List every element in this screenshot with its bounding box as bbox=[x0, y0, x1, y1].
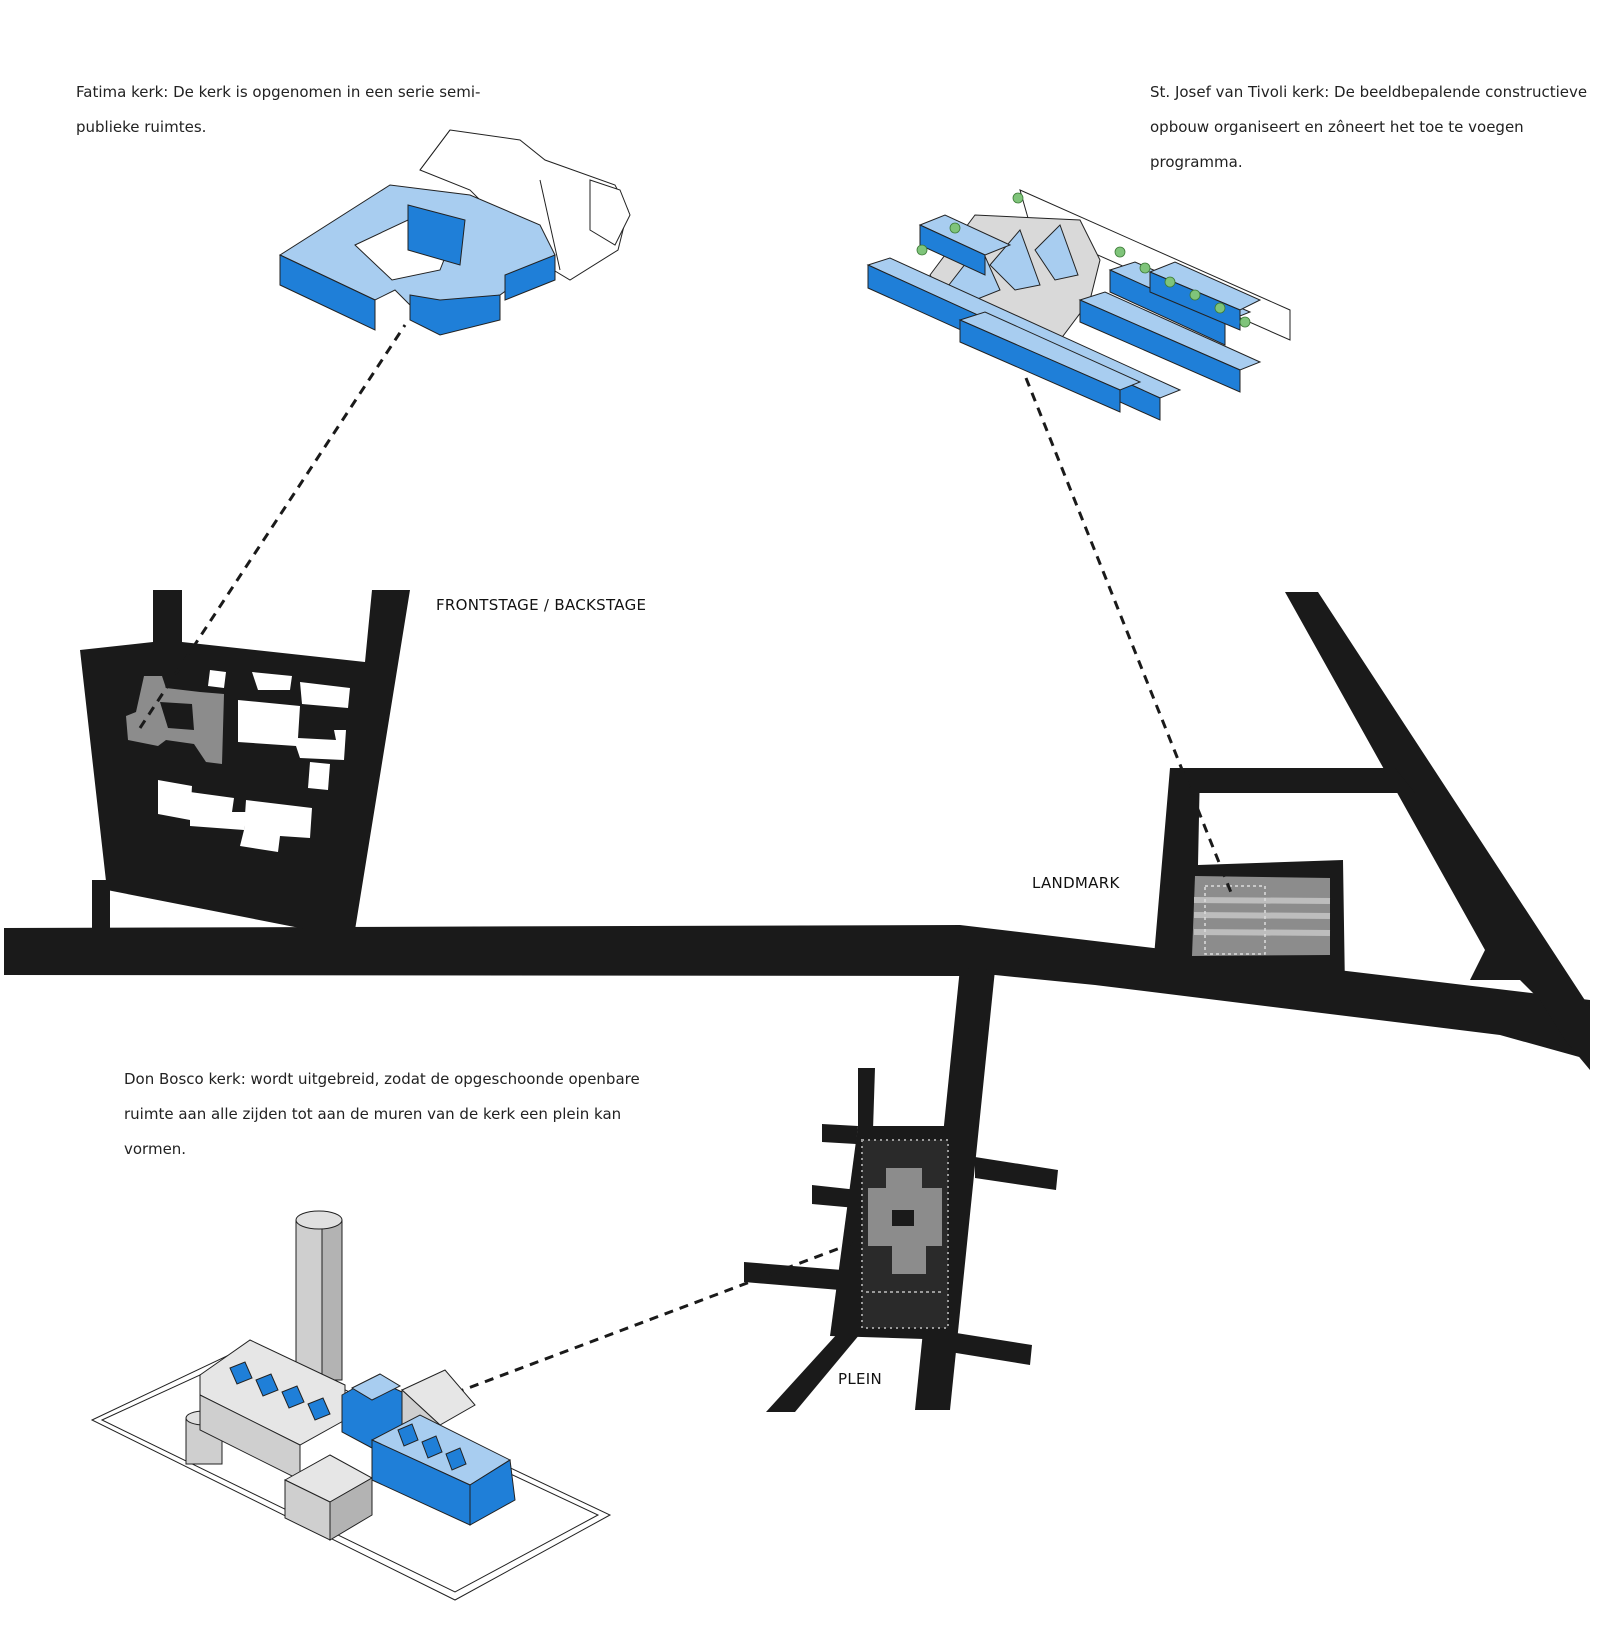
st-josef-description-line: programma. bbox=[1150, 153, 1243, 171]
frontstage-buildings bbox=[126, 670, 350, 852]
landmark-label: LANDMARK bbox=[1032, 874, 1120, 892]
plein-church-plan bbox=[861, 1139, 949, 1329]
plein-street-4 bbox=[975, 1157, 1058, 1190]
plein-street-6 bbox=[766, 1322, 870, 1412]
footprint bbox=[158, 780, 192, 820]
don-bosco-description-line: vormen. bbox=[124, 1140, 187, 1158]
plein-street-5 bbox=[950, 1332, 1032, 1365]
don-bosco-description-line: Don Bosco kerk: wordt uitgebreid, zodat … bbox=[124, 1070, 640, 1088]
st-josef-model bbox=[866, 189, 1291, 421]
frontstage-backstage-label: FRONTSTAGE / BACKSTAGE bbox=[436, 596, 647, 614]
diagonal-road-ne bbox=[1285, 592, 1590, 1070]
st-josef-description: St. Josef van Tivoli kerk: De beeldbepal… bbox=[1150, 75, 1587, 180]
fatima-model bbox=[278, 129, 631, 336]
fatima-courtyard bbox=[160, 702, 194, 730]
plein-label: PLEIN bbox=[838, 1370, 883, 1388]
fatima-description-line: Fatima kerk: De kerk is opgenomen in een… bbox=[76, 83, 481, 101]
footprint bbox=[190, 792, 246, 830]
footprint bbox=[308, 762, 330, 790]
plein-street-3 bbox=[744, 1262, 842, 1290]
connector-fatima bbox=[138, 324, 407, 729]
st-josef-description-line: St. Josef van Tivoli kerk: De beeldbepal… bbox=[1150, 83, 1588, 101]
connector-lines bbox=[138, 324, 1234, 1395]
landmark-church-plan bbox=[1192, 876, 1331, 956]
footprint bbox=[240, 800, 312, 852]
plein-street-2 bbox=[812, 1185, 858, 1208]
don-bosco-model bbox=[90, 1210, 612, 1601]
footprint bbox=[208, 670, 226, 688]
fatima-description-line: publieke ruimtes. bbox=[76, 118, 207, 136]
frontstage-stem bbox=[92, 880, 110, 930]
connector-don-bosco bbox=[454, 1240, 857, 1395]
plein-north-spur bbox=[858, 1068, 875, 1130]
landmark-link-road bbox=[1170, 768, 1415, 793]
frontstage-block bbox=[80, 590, 410, 930]
don-bosco-description-line: ruimte aan alle zijden tot aan de muren … bbox=[124, 1105, 622, 1123]
st-josef-description-line: opbouw organiseert en zôneert het toe te… bbox=[1150, 118, 1524, 136]
don-bosco-description: Don Bosco kerk: wordt uitgebreid, zodat … bbox=[124, 1062, 640, 1167]
footprint bbox=[300, 682, 350, 708]
footprint bbox=[252, 672, 292, 690]
connector-st-josef bbox=[1024, 377, 1234, 896]
plein-street-1 bbox=[822, 1124, 858, 1144]
main-road bbox=[4, 925, 1590, 1060]
fatima-description: Fatima kerk: De kerk is opgenomen in een… bbox=[76, 75, 480, 145]
footprint bbox=[238, 700, 346, 760]
